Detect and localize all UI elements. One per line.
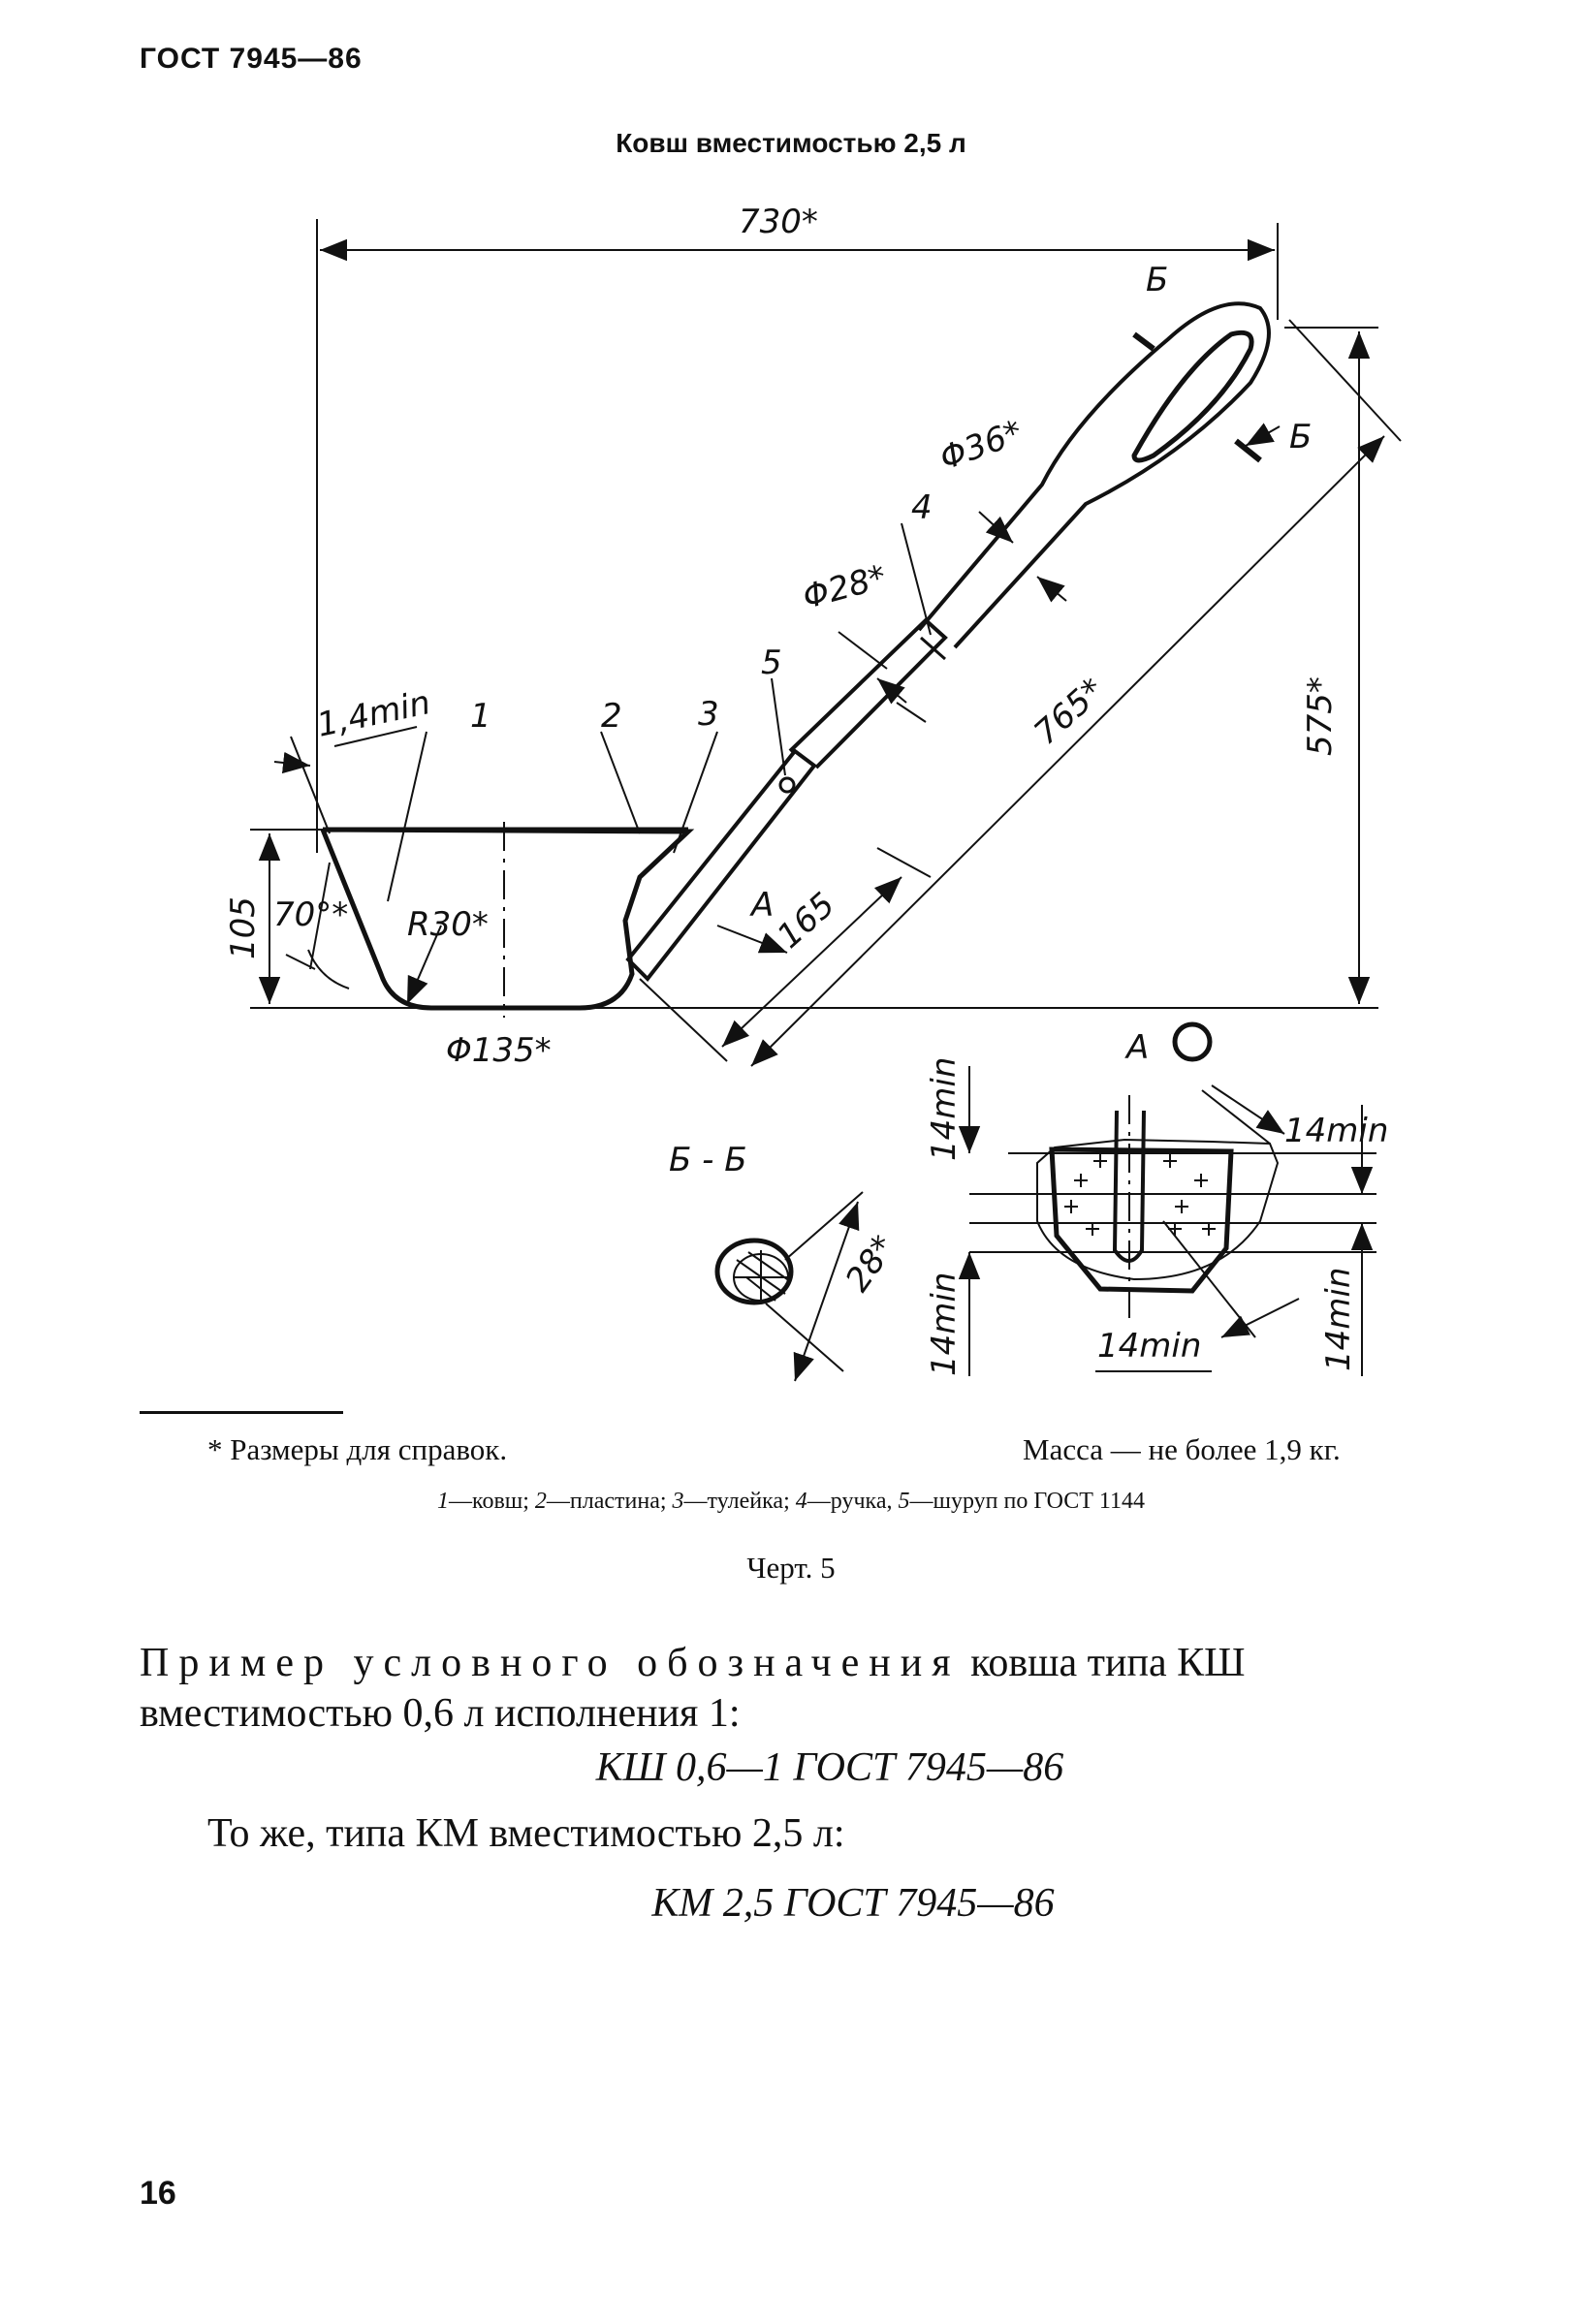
dim-105: 105: [224, 896, 263, 959]
label-section-bb: Б - Б: [669, 1141, 747, 1179]
legend-num-1: 1: [437, 1489, 449, 1514]
example-paragraph: Пример условного обозначения ковша типа …: [140, 1638, 1477, 1739]
label-2: 2: [601, 697, 622, 736]
label-view-a: A: [1124, 1028, 1149, 1067]
legend-num-4: 4: [795, 1489, 807, 1514]
dim-r30: R30*: [407, 905, 489, 944]
dim-70deg: 70°*: [273, 895, 348, 934]
figure-title: Ковш вместимостью 2,5 л: [616, 128, 966, 158]
legend-text-5: —шуруп по ГОСТ 1144: [909, 1489, 1145, 1514]
dim-165: 165: [770, 886, 842, 957]
example-lead: Пример условного обозначения: [140, 1641, 961, 1685]
label-3: 3: [698, 695, 719, 734]
dim-575: 575*: [1301, 676, 1340, 756]
designation-1: КШ 0,6—1 ГОСТ 7945—86: [595, 1745, 1064, 1790]
label-1: 1: [470, 697, 491, 736]
mass-note: Масса — не более 1,9 кг.: [1023, 1432, 1341, 1466]
example-line2: вместимостью 0,6 л исполнения 1:: [140, 1691, 741, 1736]
example-lead-rest: ковша типа КШ: [960, 1641, 1246, 1685]
dim-section-28: 28*: [838, 1229, 903, 1299]
footnote-rule: [140, 1411, 343, 1414]
standard-header: ГОСТ 7945—86: [140, 43, 363, 75]
label-4: 4: [911, 488, 933, 527]
legend-text-4: —ручка,: [807, 1489, 899, 1514]
legend-text-2: —пластина;: [546, 1489, 673, 1514]
same-paragraph: То же, типа КМ вместимостью 2,5 л:: [207, 1811, 845, 1856]
legend-text-3: —тулейка;: [683, 1489, 796, 1514]
ladle-drawing: 730* 575* 765* 165 105 Φ135* R30* 70°* 1…: [224, 203, 1402, 1382]
footnote: * Размеры для справок.: [207, 1432, 508, 1466]
label-b-top: Б: [1146, 261, 1168, 299]
legend-num-5: 5: [898, 1489, 910, 1514]
dim-14min-right-bottom: 14min: [1319, 1268, 1358, 1371]
legend-num-3: 3: [672, 1489, 684, 1514]
dim-thickness: 1,4min: [314, 683, 434, 745]
parts-legend: 1—ковш; 2—пластина; 3—тулейка; 4—ручка, …: [0, 1489, 1582, 1515]
designation-2: КМ 2,5 ГОСТ 7945—86: [651, 1881, 1055, 1926]
dim-135: Φ135*: [446, 1031, 552, 1070]
label-b-bottom: Б: [1289, 418, 1312, 456]
dim-14min-left-top: 14min: [925, 1057, 964, 1161]
dim-14min-left-bottom: 14min: [925, 1272, 964, 1376]
dim-730: 730*: [739, 203, 818, 241]
label-arrow-a: A: [749, 886, 774, 925]
label-5: 5: [761, 644, 782, 682]
legend-text-1: —ковш;: [449, 1489, 535, 1514]
dim-14min-right-top: 14min: [1284, 1112, 1388, 1150]
figure-caption: Черт. 5: [746, 1551, 836, 1585]
dim-14min-bottom: 14min: [1097, 1327, 1201, 1366]
dim-765: 765*: [1027, 671, 1112, 753]
legend-num-2: 2: [534, 1489, 547, 1514]
page-number: 16: [140, 2175, 176, 2212]
dim-phi36: Φ36*: [934, 413, 1027, 478]
dim-phi28: Φ28*: [799, 558, 890, 617]
